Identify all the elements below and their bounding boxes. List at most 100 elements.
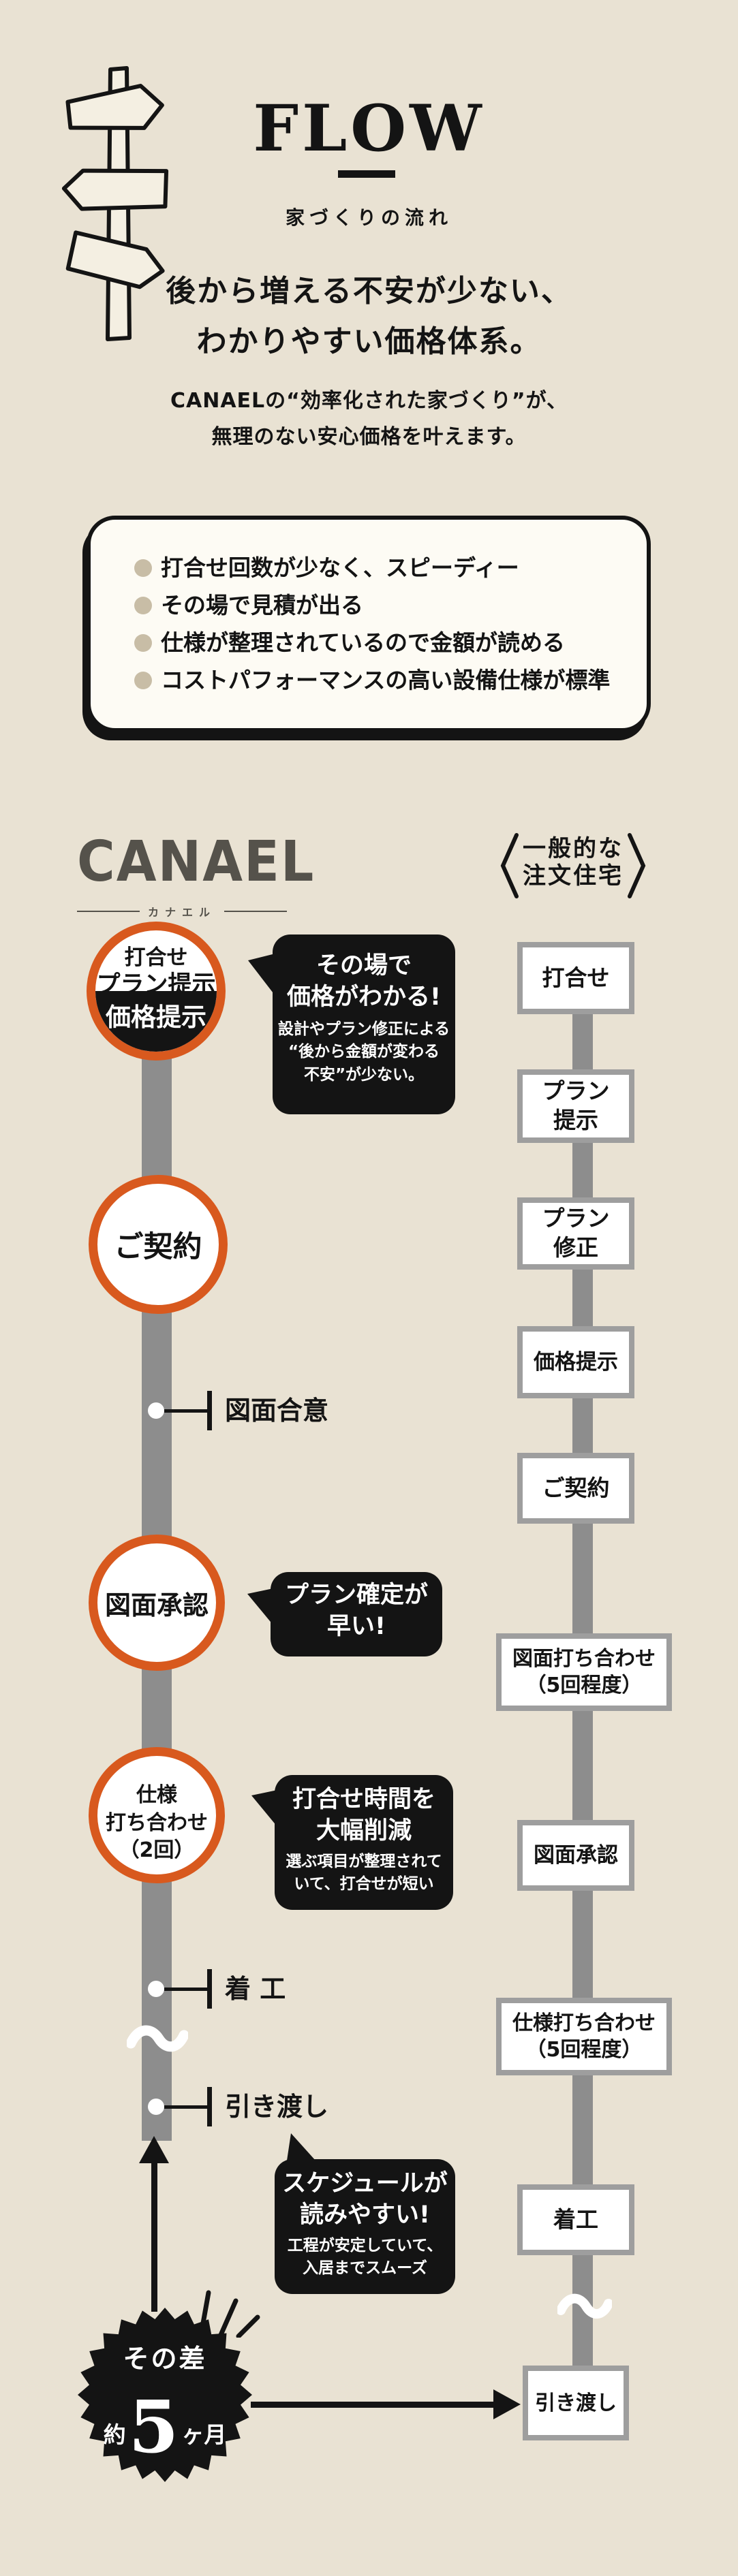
bubble-small-line: “後から金額が変わる [288,1043,440,1061]
badge-value: 約 5 ヶ月 [76,2358,253,2470]
step-line: ご契約 [542,1474,610,1501]
step-line: 価格提示 [534,1349,618,1375]
page-subtitle: 家づくりの流れ [285,206,452,229]
milestone-tick [207,1969,212,2009]
circle-line: 仕様 [136,1783,177,1807]
step-line: プラン [542,1078,610,1105]
angle-bracket-right-icon [628,833,646,898]
general-step-drawing-approval: 図面承認 [517,1820,634,1891]
badge-unit: ヶ月 [181,2421,227,2448]
lead-line-2: 無理のない安心価格を叶えます。 [211,425,527,449]
timeline-break-icon [127,2025,188,2052]
general-step-contract: ご契約 [517,1453,634,1524]
bullet-dot-icon [134,596,152,614]
step-line: 提示 [553,1107,598,1133]
step-line: 図面承認 [534,1842,618,1868]
heading-line-2: わかりやすい価格体系。 [196,324,542,359]
step-line: 着工 [553,2205,598,2233]
circle-black-label: 価格提示 [95,991,217,1052]
step-line: 引き渡し [535,2391,617,2415]
milestone-connector [164,1409,209,1413]
bubble-bold-line: 価格がわかる! [287,983,441,1011]
feature-item: コストパフォーマンスの高い設備仕様が標準 [134,669,647,691]
general-step-drawing-meetings: 図面打ち合わせ （5回程度） [496,1633,672,1711]
feature-text: 仕様が整理されているので金額が読める [161,629,566,656]
bubble-bold-line: スケジュールが [282,2170,448,2197]
general-step-plan-revision: プラン 修正 [517,1197,634,1270]
circle-line: （2回） [119,1838,195,1862]
feature-text: その場で見積が出る [161,592,363,618]
features-panel: 打合せ回数が少なく、スピーディー その場で見積が出る 仕様が整理されているので金… [87,516,651,732]
milestone-dot [148,1402,164,1419]
canael-logo-kana: カナエル [77,903,288,920]
bubble-small-line: いて、打合せが短い [294,1875,434,1894]
rule-right [224,911,288,912]
angle-bracket-left-icon [500,833,519,898]
rule-left [77,911,140,912]
bubble-bold-line: 大幅削減 [316,1817,412,1844]
step-line: 打合せ [542,964,610,991]
general-step-construction-start: 着工 [517,2184,634,2255]
milestone-connector [164,1988,209,1991]
step-line: （5回程度） [525,1674,643,1697]
step-line: （5回程度） [525,2038,643,2062]
canael-step-meeting-plan-price: 打合せ プラン提示 ＋ 価格提示 [87,922,226,1061]
badge-label: その差 [123,2344,207,2374]
bubble-small-line: 設計やプラン修正による [277,1020,450,1038]
general-step-price-presentation: 価格提示 [517,1326,634,1398]
badge-number: 5 [128,2384,179,2470]
canael-step-spec-meeting: 仕様 打ち合わせ （2回） [89,1747,225,1883]
feature-item: 打合せ回数が少なく、スピーディー [134,556,647,579]
step-line: プラン [542,1205,610,1232]
general-header-line-1: 一般的な [523,835,624,862]
circle-line: 打ち合わせ [106,1810,208,1835]
bullet-dot-icon [134,633,152,652]
bubble-meeting-time-reduced: 打合せ時間を 大幅削減 選ぶ項目が整理されて いて、打合せが短い [251,1775,453,1910]
feature-item: その場で見積が出る [134,594,647,616]
timeline-break-icon [557,2293,612,2319]
bubble-small-line: 不安”が少ない。 [303,1065,425,1084]
bubble-schedule-predictable: スケジュールが 読みやすい! 工程が安定していて、 入居までスムーズ [275,2133,455,2294]
circle-line: 打合せ [124,945,188,970]
bubble-small-line: 選ぶ項目が整理されて [286,1853,442,1870]
bubble-tail-icon [248,954,275,996]
step-line: 修正 [553,1234,598,1261]
milestone-label: 着 工 [225,1974,286,2004]
milestone-label: 引き渡し [225,2092,329,2122]
milestone-connector [164,2105,209,2109]
canael-step-contract: ご契約 [89,1175,228,1314]
signpost-icon [61,66,169,341]
milestone-dot [148,1981,164,1997]
lead-line-1: CANAELの“効率化された家づくり”が、 [170,389,568,413]
canael-logo: CANAEL [77,828,316,894]
milestone-label: 図面合意 [225,1396,329,1426]
bubble-bold-line: 打合せ時間を [292,1786,435,1813]
difference-up-arrow-shaft [151,2161,157,2312]
canael-step-drawing-approval: 図面承認 [89,1535,225,1671]
up-arrowhead-icon [139,2136,169,2163]
bubble-small-line: 工程が安定していて、 [287,2237,443,2255]
bubble-tail-icon [287,2133,316,2161]
page-title: FLOW [253,91,485,166]
bubble-bold-line: プラン確定が [284,1582,428,1609]
bubble-small-line: 入居までスムーズ [303,2259,427,2278]
bullet-dot-icon [134,671,152,689]
difference-right-arrow-shaft [251,2402,496,2408]
step-line: 仕様打ち合わせ [512,2011,656,2035]
general-step-meeting: 打合せ [517,942,634,1014]
difference-badge-burst-icon [78,2308,252,2482]
bubble-tail-icon [251,1790,277,1827]
bubble-price-known: その場で 価格がわかる! 設計やプラン修正による “後から金額が変わる 不安”が… [248,934,455,1114]
general-column-header: 一般的な 注文住宅 [503,835,643,890]
bubble-tail-icon [247,1588,273,1625]
circle-line: ご契約 [114,1230,202,1264]
bullet-dot-icon [134,559,152,577]
milestone-tick [207,2087,212,2126]
milestone-tick [207,1391,212,1430]
feature-item: 仕様が整理されているので金額が読める [134,631,647,654]
heading-line-1: 後から増える不安が少ない、 [166,274,572,309]
step-line: 図面打ち合わせ [512,1647,656,1671]
feature-text: 打合せ回数が少なく、スピーディー [161,554,519,581]
bubble-bold-line: その場で [316,952,412,979]
